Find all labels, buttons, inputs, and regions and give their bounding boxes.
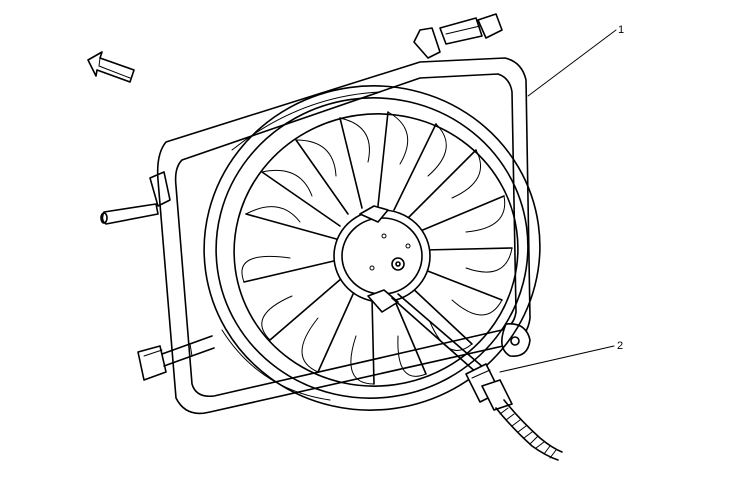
fan-shroud	[100, 13, 531, 415]
callout-1-label: 1	[618, 24, 624, 36]
fan-blades	[241, 111, 513, 385]
fan-motor-connector	[391, 293, 563, 461]
arrow-forward-icon	[87, 51, 135, 83]
callout-2-leader	[499, 345, 615, 373]
fan-ring	[203, 85, 541, 411]
fan-motor	[333, 205, 431, 313]
callout-2-label: 2	[617, 340, 623, 352]
callout-1-leader	[527, 29, 617, 97]
